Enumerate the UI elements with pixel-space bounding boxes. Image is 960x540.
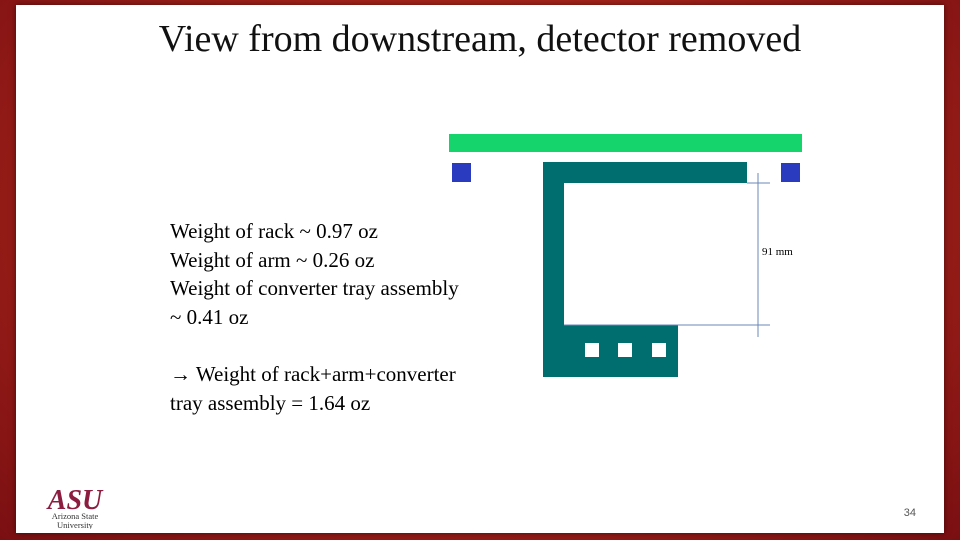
arm-left	[543, 162, 564, 377]
green-bar	[449, 134, 802, 152]
weight-line: Weight of converter tray assembly	[170, 276, 459, 300]
total-line: tray assembly = 1.64 oz	[170, 390, 371, 415]
detector-diagram: 91 mm	[449, 134, 802, 377]
weights-text: Weight of rack ~ 0.97 oz Weight of arm ~…	[170, 217, 530, 417]
weight-line: Weight of arm ~ 0.26 oz	[170, 247, 375, 272]
logo-wordmark: ASU	[46, 485, 104, 516]
total-line: → Weight of rack+arm+converter	[170, 362, 456, 386]
tray-slot-2	[618, 343, 632, 357]
page-number: 34	[903, 507, 916, 519]
tray-slot-3	[652, 343, 666, 357]
slide-title: View from downstream, detector removed	[158, 18, 802, 60]
arm-top	[543, 162, 747, 183]
weight-line: ~ 0.41 oz	[170, 304, 249, 329]
logo-line2: University	[57, 520, 94, 529]
logo-line1: Arizona State	[52, 511, 99, 521]
asu-logo: ASU Arizona State University	[46, 485, 104, 529]
dimension-label: 91 mm	[762, 246, 793, 258]
slide: View from downstream, detector removed 9…	[16, 5, 944, 533]
blue-block-left	[452, 163, 471, 182]
blue-block-right	[781, 163, 800, 182]
weight-line: Weight of rack ~ 0.97 oz	[170, 219, 378, 243]
tray-slot-1	[585, 343, 599, 357]
